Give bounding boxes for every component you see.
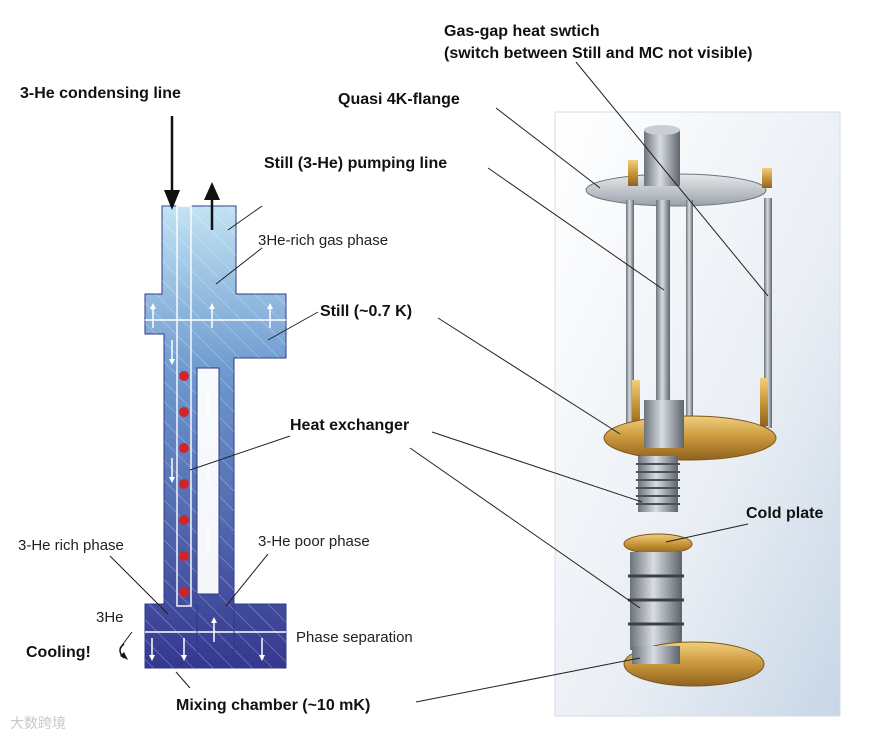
label-phase-separation: Phase separation bbox=[296, 629, 413, 646]
heat-exchanger-bellows bbox=[636, 456, 680, 512]
still-body bbox=[644, 400, 684, 448]
label-poor-phase: 3-He poor phase bbox=[258, 533, 370, 550]
cold-plate bbox=[623, 533, 693, 555]
condensing-arrow bbox=[164, 116, 180, 210]
still-plate bbox=[603, 415, 777, 461]
label-heat-switch-note: (switch between Still and MC not visible… bbox=[444, 45, 752, 62]
heat-exchanger-points bbox=[179, 371, 189, 597]
label-mixing-chamber: Mixing chamber (~10 mK) bbox=[176, 697, 370, 714]
label-heat-switch: Gas-gap heat swtich bbox=[444, 23, 600, 40]
label-quasi-flange: Quasi 4K-flange bbox=[338, 91, 460, 108]
schematic-callouts bbox=[109, 205, 319, 689]
watermark: 大数跨境 bbox=[10, 716, 66, 732]
photo-panel bbox=[409, 61, 841, 717]
top-post bbox=[644, 130, 680, 186]
label-heat-exchanger: Heat exchanger bbox=[290, 417, 409, 434]
label-still: Still (~0.7 K) bbox=[320, 303, 412, 320]
label-cooling: Cooling! bbox=[26, 644, 91, 661]
pumping-arrow bbox=[204, 182, 220, 230]
label-he3: 3He bbox=[96, 609, 124, 626]
photo-callouts bbox=[409, 61, 769, 703]
condensing-tube bbox=[176, 205, 192, 607]
label-pumping-line: Still (3-He) pumping line bbox=[264, 155, 447, 172]
label-cold-plate: Cold plate bbox=[746, 505, 823, 522]
pumping-tube bbox=[656, 200, 670, 400]
label-condensing-line: 3-He condensing line bbox=[20, 85, 181, 102]
flow-arrows bbox=[149, 303, 273, 661]
label-gas-phase: 3He-rich gas phase bbox=[258, 232, 388, 249]
label-rich-phase: 3-He rich phase bbox=[18, 537, 124, 554]
schematic bbox=[109, 116, 319, 689]
